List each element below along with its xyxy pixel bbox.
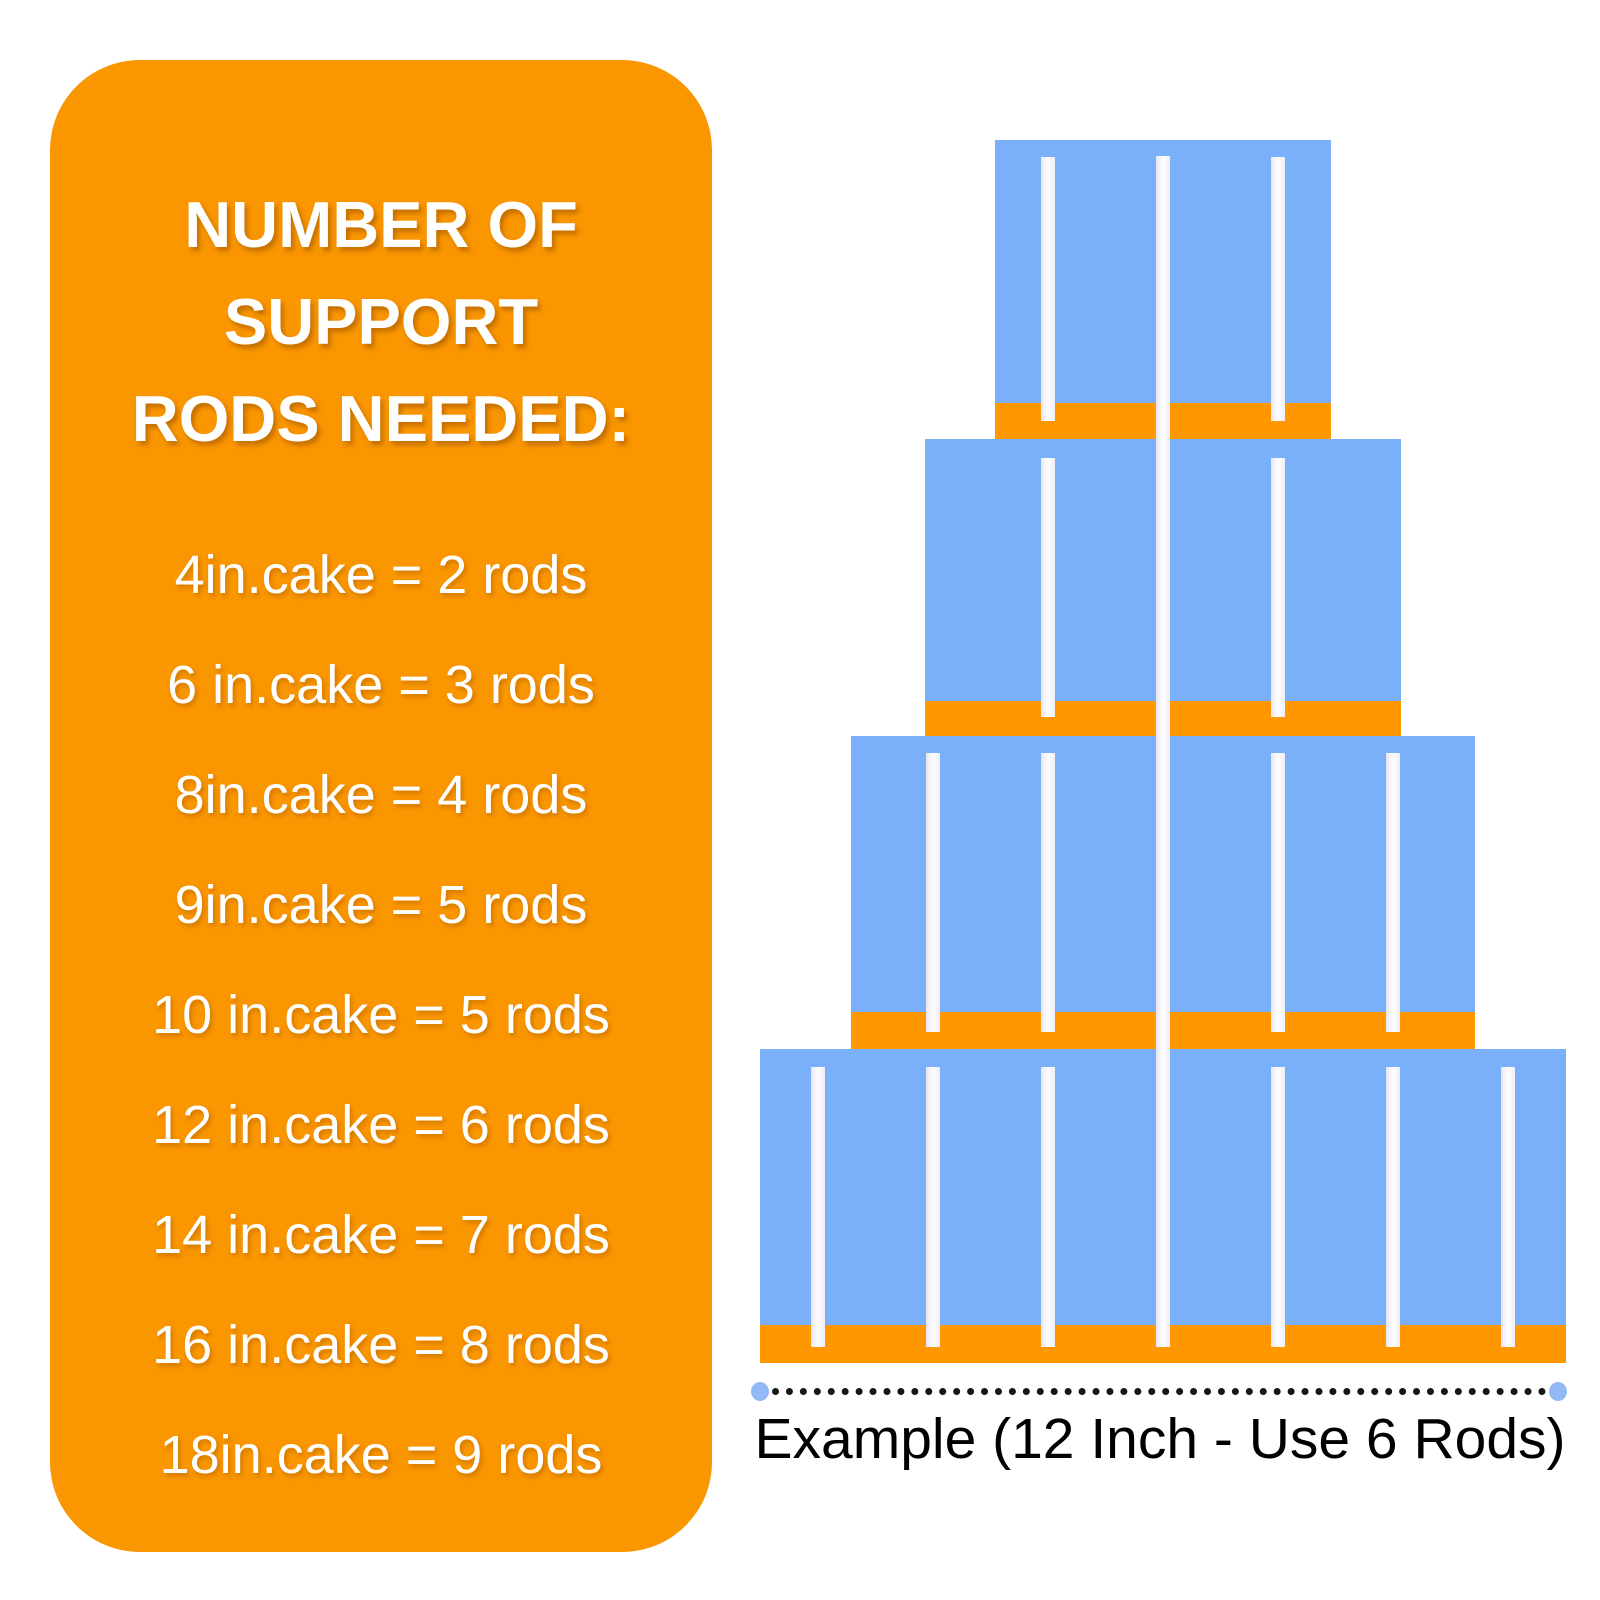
rod-count-item: 4in.cake = 2 rods: [174, 545, 588, 605]
rod-count-item: 16 in.cake = 8 rods: [152, 1315, 610, 1375]
support-rod: [1386, 753, 1400, 1032]
dimension-endpoint-dot: [1549, 1382, 1567, 1401]
support-rod: [1041, 753, 1055, 1032]
dimension-line: [772, 1388, 1546, 1395]
support-rod: [1271, 458, 1285, 717]
panel-title: NUMBER OF SUPPORT RODS NEEDED:: [50, 176, 712, 467]
rod-count-item: 12 in.cake = 6 rods: [152, 1095, 610, 1155]
example-caption: Example (12 Inch - Use 6 Rods): [754, 1407, 1566, 1471]
support-rod: [1271, 157, 1285, 421]
rod-count-item: 18in.cake = 9 rods: [159, 1425, 603, 1485]
support-rod: [1271, 753, 1285, 1032]
rod-count-item: 10 in.cake = 5 rods: [152, 985, 610, 1045]
support-rod: [1501, 1067, 1515, 1347]
center-support-rod: [1156, 156, 1170, 1347]
rod-count-item: 8in.cake = 4 rods: [174, 765, 588, 825]
support-rod: [1041, 157, 1055, 421]
dimension-endpoint-dot: [751, 1382, 769, 1401]
support-rod: [811, 1067, 825, 1347]
support-rod: [926, 1067, 940, 1347]
support-rod: [926, 753, 940, 1032]
rod-count-list: 4in.cake = 2 rods 6 in.cake = 3 rods 8in…: [50, 520, 712, 1510]
rod-count-panel: NUMBER OF SUPPORT RODS NEEDED: 4in.cake …: [50, 60, 712, 1552]
title-line-2: SUPPORT: [223, 285, 539, 358]
support-rod: [1386, 1067, 1400, 1347]
title-line-3: RODS NEEDED:: [131, 382, 631, 455]
rod-count-item: 6 in.cake = 3 rods: [167, 655, 595, 715]
rod-count-item: 14 in.cake = 7 rods: [152, 1205, 610, 1265]
rod-count-item: 9in.cake = 5 rods: [174, 875, 588, 935]
support-rod: [1271, 1067, 1285, 1347]
support-rod: [1041, 1067, 1055, 1347]
title-line-1: NUMBER OF: [184, 188, 578, 261]
support-rod: [1041, 458, 1055, 717]
